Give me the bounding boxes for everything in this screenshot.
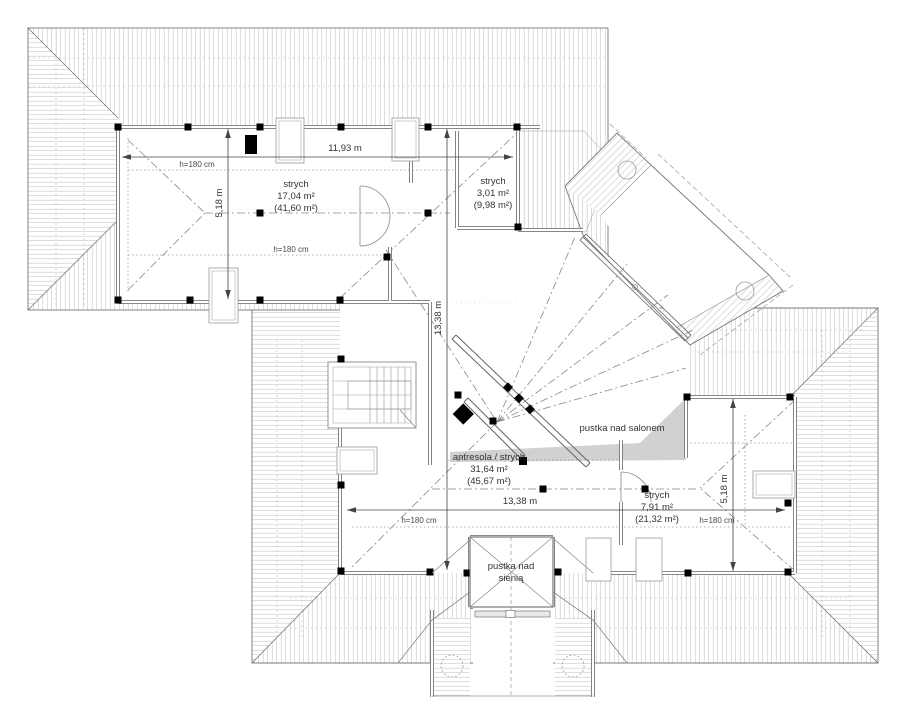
room-label-antresola: antresola / strych 31,64 m² (45,67 m²) (452, 452, 526, 487)
ridge-projection-lines (127, 132, 796, 572)
dimension-label-middle-vertical: 13,38 m (433, 300, 444, 336)
interior-upper (118, 127, 518, 302)
skylight-strip (579, 233, 692, 342)
knee-wall-label-3: h=180 cm (401, 516, 437, 525)
dimension-label-right: 5,18 m (719, 474, 730, 504)
void-label-salon: pustka nad salonem (579, 423, 665, 434)
door-lower (620, 471, 652, 503)
wing-roof (564, 123, 794, 356)
knee-wall-label-2: h=180 cm (273, 245, 309, 254)
door-upper-double (359, 185, 391, 247)
dimension-label-top: 11,93 m (328, 143, 362, 154)
room-label-strych-3: strych 7,91 m² (21,32 m²) (635, 490, 679, 525)
interior-floor-areas (118, 127, 795, 573)
roof-windows (208, 117, 796, 582)
staircase (327, 361, 417, 429)
chimney (245, 135, 257, 154)
dormer (397, 536, 628, 697)
round-window-wing-2 (735, 281, 755, 301)
post-diamond-large (452, 403, 474, 425)
knee-wall-label-4: h=180 cm (699, 516, 735, 525)
room-label-strych-2: strych 3,01 m² (9,98 m²) (473, 176, 513, 211)
dormer-glazing (474, 610, 551, 618)
railing-b (463, 397, 526, 460)
railing-a (451, 334, 591, 468)
room-label-strych-1: strych 17,04 m² (41,60 m²) (274, 179, 318, 214)
dimension-label-left: 5,18 m (214, 188, 225, 218)
round-window-wing-1 (617, 160, 637, 180)
interior-lower (340, 232, 795, 573)
structural-posts (114, 123, 794, 577)
knee-wall-label-1: h=180 cm (179, 160, 215, 169)
void-label-sien: pustka nad sienią (487, 561, 535, 584)
dimension-lines (122, 129, 785, 571)
dimension-label-bottom: 13,38 m (502, 496, 538, 507)
knee-wall-lines (127, 138, 792, 528)
